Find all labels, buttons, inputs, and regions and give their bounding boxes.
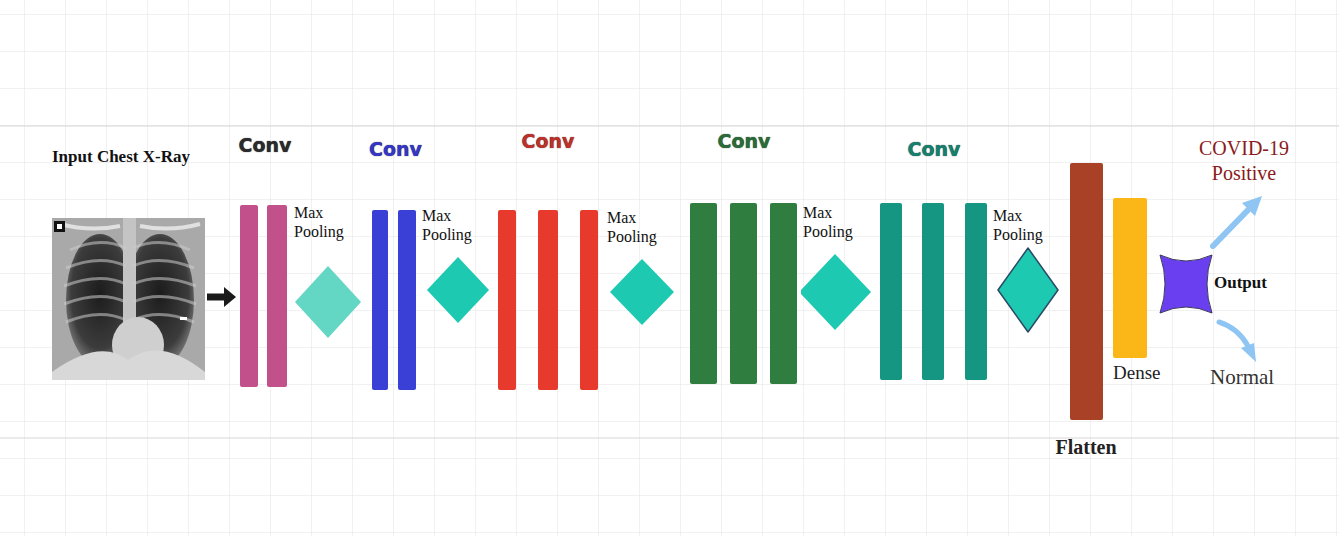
conv-block-text: Conv (878, 138, 990, 161)
layer-bar (922, 203, 944, 380)
max-pooling-text: Max Pooling (993, 206, 1055, 244)
conv-block-text: Conv (496, 130, 600, 153)
layer-bar (398, 210, 416, 390)
pooling-diamond-shape (998, 248, 1058, 332)
layer-bar (372, 210, 388, 390)
layer-bar (965, 203, 987, 380)
pooling-diamond-shape (295, 266, 361, 338)
dense-layer-text: Dense (1113, 362, 1173, 385)
layer-bar (770, 203, 797, 384)
output-node: Output (1158, 253, 1278, 315)
layer-bar (1113, 198, 1147, 358)
output-node-text: Output (1214, 273, 1278, 293)
conv-block: Conv (236, 134, 294, 390)
max-pooling-text: Max Pooling (803, 203, 865, 241)
layer-bar (1070, 163, 1103, 420)
layer-bar (580, 210, 598, 390)
max-pooling: Max Pooling (292, 203, 364, 339)
flatten-layer-text: Flatten (1046, 435, 1126, 459)
conv-block: Conv (366, 138, 425, 392)
conv-block-text: Conv (236, 134, 294, 157)
max-pooling: Max Pooling (991, 206, 1063, 336)
conv-block: Conv (878, 138, 990, 382)
max-pooling: Max Pooling (801, 203, 873, 333)
max-pooling: Max Pooling (420, 206, 496, 326)
output-arrow-head (1242, 196, 1262, 216)
layer-bar (730, 203, 757, 384)
output-shape-outline (1160, 255, 1212, 313)
input-image-text: Input Chest X-Ray (52, 147, 207, 167)
pooling-diamond-shape (801, 254, 871, 330)
output-arrow (1219, 322, 1248, 346)
input-image: Input Chest X-Ray (52, 143, 207, 383)
layer-bar (267, 205, 287, 387)
pooling-diamond-shape (610, 259, 674, 325)
max-pooling-text: Max Pooling (294, 203, 356, 241)
pooling-diamond (801, 203, 873, 333)
class-label: Normal (1210, 364, 1274, 390)
pooling-diamond (991, 206, 1063, 336)
conv-block: Conv (496, 130, 600, 392)
conv-block: Conv (688, 130, 800, 386)
flow-arrow-head (224, 287, 236, 307)
pooling-diamond-shape (427, 257, 489, 323)
class-label: COVID-19 Positive (1188, 136, 1300, 186)
output-arrow (1213, 210, 1248, 246)
output-shape (1158, 253, 1214, 315)
dense-layer: Dense (1111, 198, 1173, 390)
flow-arrow-line (207, 294, 224, 301)
max-pooling: Max Pooling (605, 208, 677, 328)
layer-bar (240, 205, 258, 387)
output-arrow-head (1241, 343, 1256, 362)
layer-bar (880, 203, 902, 380)
flow-arrow (207, 287, 236, 307)
conv-block-text: Conv (366, 138, 425, 161)
max-pooling-text: Max Pooling (607, 208, 669, 246)
max-pooling-text: Max Pooling (422, 206, 484, 244)
layer-bar (690, 203, 717, 384)
conv-block-text: Conv (688, 130, 800, 153)
layer-bar (538, 210, 558, 390)
layer-bar (498, 210, 516, 390)
